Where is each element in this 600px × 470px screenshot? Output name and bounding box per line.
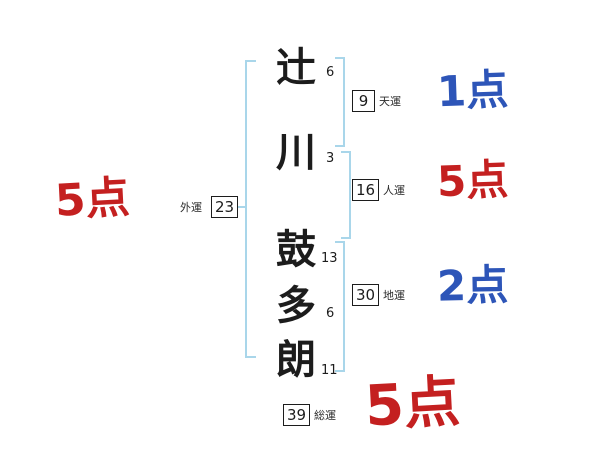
person-bracket-line xyxy=(349,151,351,239)
name-char-1: 辻 xyxy=(276,45,316,91)
outer-bracket-tick-top xyxy=(245,60,256,62)
earth-luck-value-box: 30 xyxy=(352,284,379,306)
name-char-4: 多 xyxy=(276,283,316,329)
person-bracket-tick-top xyxy=(341,151,349,153)
person-bracket-tick-bottom xyxy=(341,237,349,239)
outer-bracket-tick-mid xyxy=(237,206,245,208)
heaven-bracket-tick-top xyxy=(335,57,343,59)
stroke-count-4: 6 xyxy=(326,306,335,321)
outer-luck-score: 5点 xyxy=(53,172,131,227)
stroke-count-1: 6 xyxy=(326,65,335,80)
stroke-count-5: 11 xyxy=(321,363,338,378)
heaven-luck-value-box: 9 xyxy=(352,90,375,112)
earth-luck-label: 地運 xyxy=(383,289,405,302)
heaven-luck-label: 天運 xyxy=(379,95,401,108)
heaven-luck-score: 1点 xyxy=(436,64,510,117)
total-luck-score: 5点 xyxy=(363,369,462,440)
stroke-count-3: 13 xyxy=(321,251,338,266)
heaven-bracket-tick-bottom xyxy=(335,145,343,147)
total-luck-value-box: 39 xyxy=(283,404,310,426)
outer-luck-value-box: 23 xyxy=(211,196,238,218)
stroke-count-2: 3 xyxy=(326,151,335,166)
person-luck-value-box: 16 xyxy=(352,179,379,201)
earth-bracket-tick-top xyxy=(335,241,343,243)
earth-bracket-tick-bottom xyxy=(335,370,343,372)
outer-bracket-line xyxy=(245,60,247,358)
earth-luck-score: 2点 xyxy=(436,260,509,311)
outer-bracket-tick-bottom xyxy=(245,356,256,358)
outer-luck-label: 外運 xyxy=(180,201,202,214)
total-luck-label: 総運 xyxy=(314,409,336,422)
name-char-5: 朗 xyxy=(276,337,316,383)
person-luck-label: 人運 xyxy=(383,184,405,197)
name-char-2: 川 xyxy=(276,130,316,176)
name-char-3: 鼓 xyxy=(276,227,316,273)
heaven-bracket-line xyxy=(343,57,345,147)
earth-bracket-line xyxy=(343,241,345,372)
person-luck-score: 5点 xyxy=(436,154,510,207)
